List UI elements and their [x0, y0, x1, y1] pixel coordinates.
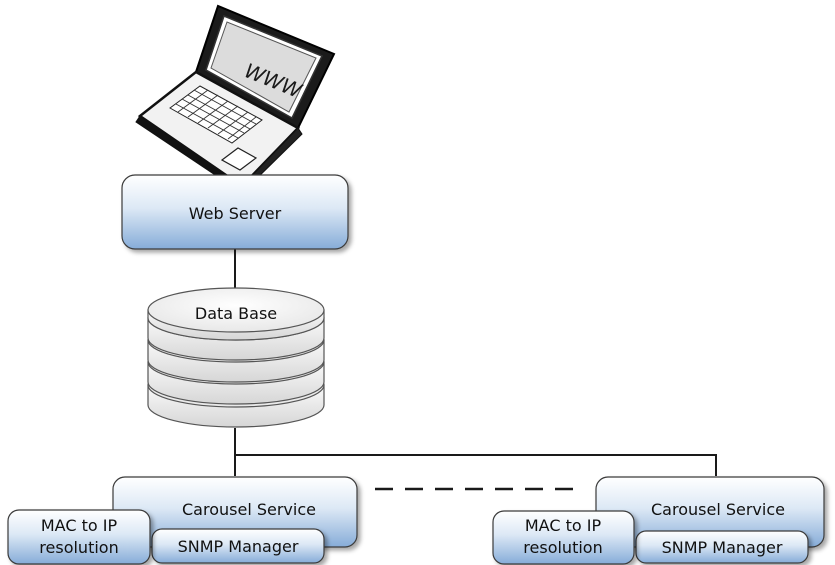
- left-snmp-manager-label: SNMP Manager: [178, 537, 299, 556]
- right-snmp-manager-box: [635, 530, 809, 564]
- right-mac-to-ip-box: [492, 510, 635, 565]
- connectors: [234, 249, 717, 491]
- left-mac-to-ip-label-line2: resolution: [39, 538, 118, 557]
- right-snmp-manager-label: SNMP Manager: [662, 538, 783, 557]
- left-service-cluster: Carousel Service SNMP Manager MAC to IP …: [7, 476, 358, 565]
- left-carousel-service-label: Carousel Service: [182, 500, 316, 519]
- left-snmp-manager-box: [151, 528, 325, 564]
- left-mac-to-ip-label-line1: MAC to IP: [41, 516, 118, 535]
- web-server-box: Web Server: [121, 174, 349, 250]
- laptop-icon: WWW: [135, 4, 336, 195]
- right-mac-to-ip-label-line2: resolution: [523, 538, 602, 557]
- right-carousel-service-label: Carousel Service: [651, 500, 785, 519]
- right-service-cluster: Carousel Service SNMP Manager MAC to IP …: [492, 476, 825, 565]
- right-mac-to-ip-label-line1: MAC to IP: [525, 516, 602, 535]
- database-label: Data Base: [195, 304, 277, 323]
- web-server-label: Web Server: [189, 204, 282, 223]
- connector-bus-right: [235, 454, 717, 476]
- database-icon: Data Base: [147, 287, 325, 428]
- left-mac-to-ip-box: [7, 509, 151, 565]
